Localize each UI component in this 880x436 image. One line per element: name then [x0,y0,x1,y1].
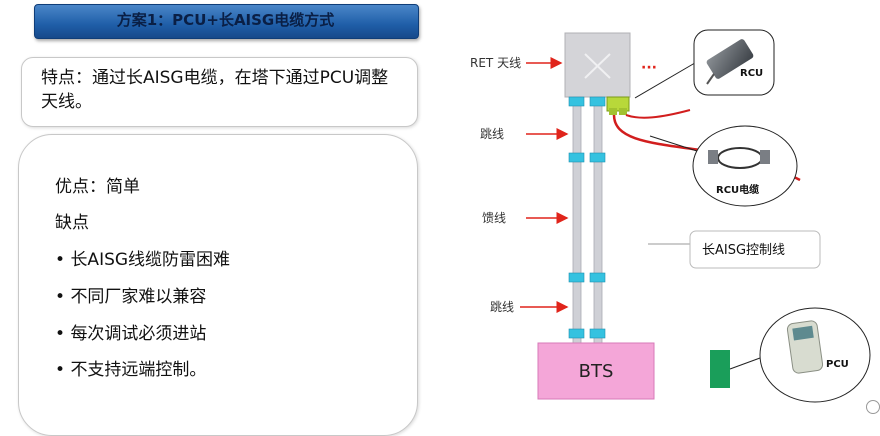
pros-label: 优点：简单 [55,177,140,197]
pcu-pointer [729,357,761,370]
rcu-cable-callout: RCU电缆 [649,125,798,207]
ret-antenna [564,32,631,98]
page-title: 方案1：PCU+长AISG电缆方式 [116,11,335,29]
pcu-device-icon [786,320,824,374]
aisg-control-label: 长AISG控制线 [702,243,785,258]
cons-item: • 不同厂家难以兼容 [55,287,207,307]
rcu-red-cable [625,109,691,119]
installation-diagram: ··· BTS RET 天线 跳线 馈线 跳线 RCU [470,29,871,403]
jumper-bottom-label: 跳线 [490,300,514,314]
cable-coil-icon [708,147,770,169]
cons-label: 缺点 [55,213,89,233]
feature-text: 特点：通过长AISG电缆，在塔下通过PCU调整天线。 [41,68,389,112]
bts-box [537,342,655,400]
pcu-connector-box [710,350,730,388]
pcu-label: PCU [826,359,849,370]
cons-item: • 不支持远端控制。 [55,360,207,380]
cable-pair [572,96,603,344]
connectors [568,96,606,339]
cons-item: • 每次调试必须进站 [55,324,207,344]
pcu-callout: PCU [759,307,871,403]
cons-item: • 长AISG线缆防雷困难 [55,250,231,270]
rcu-callout: RCU [634,29,775,99]
bts-label: BTS [579,361,614,382]
rcu-label: RCU [740,68,763,79]
feeder-label: 馈线 [482,211,506,225]
ret-antenna-label: RET 天线 [470,56,521,70]
jumper-top-label: 跳线 [480,127,504,141]
aisg-port [606,96,630,115]
rcu-device-icon [706,39,754,85]
title-banner [34,4,419,39]
corner-edge-icon [866,400,880,414]
rcu-cable-label: RCU电缆 [716,183,759,196]
aisg-control-callout: 长AISG控制线 [648,230,821,269]
dots-indicator: ··· [641,60,657,76]
feature-box [21,57,418,127]
